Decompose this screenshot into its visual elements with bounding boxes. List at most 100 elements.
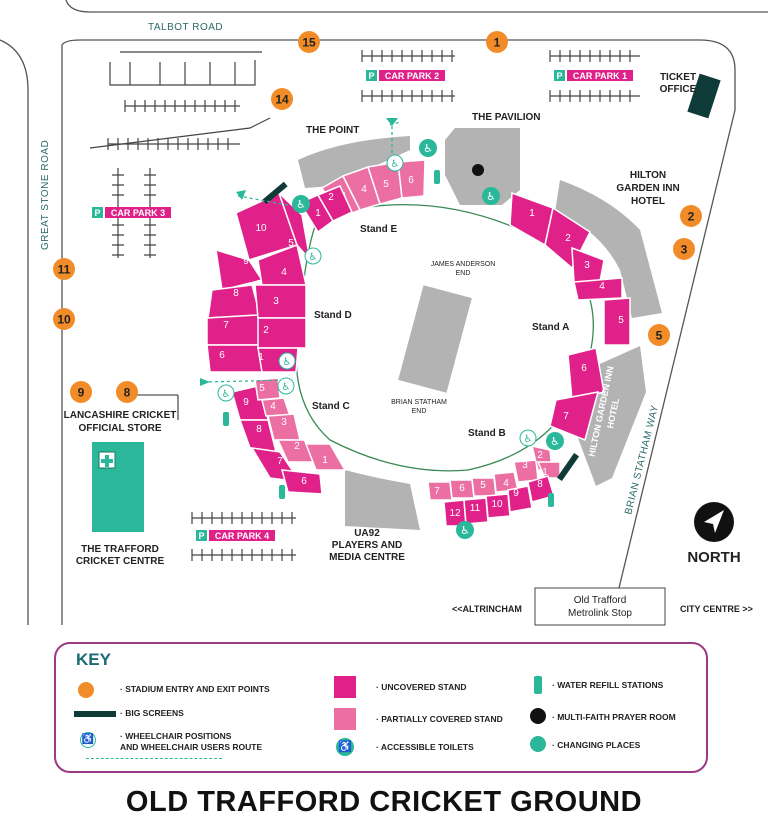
section-label: 2	[565, 233, 571, 244]
section-d-outer-7[interactable]: 7	[206, 314, 261, 346]
changing-places-icon	[530, 736, 546, 752]
section-label: 3	[584, 260, 590, 271]
wheelchair-position-icon[interactable]: ♿	[304, 247, 322, 265]
section-label: 6	[219, 350, 225, 361]
wheelchair-position-icon[interactable]: ♿	[386, 154, 404, 172]
section-b-inner-6[interactable]: 6	[449, 479, 475, 499]
gate-11[interactable]: 11	[53, 258, 75, 280]
stand-d-label: Stand D	[314, 310, 352, 321]
stand-c-label: Stand C	[312, 401, 350, 412]
ua92-label-2: PLAYERS AND	[332, 540, 402, 551]
section-a-outer-4[interactable]: 4	[573, 277, 623, 301]
stand-a-label: Stand A	[532, 322, 569, 333]
accessible-toilet-icon[interactable]: ♿	[482, 187, 500, 205]
svg-text:15: 15	[302, 36, 316, 50]
water-refill-icon[interactable]	[548, 493, 554, 507]
section-e-top-6[interactable]: 6	[397, 159, 426, 199]
water-refill-icon[interactable]	[434, 170, 440, 184]
metrolink-stop-label-1: Old Trafford	[574, 595, 627, 606]
svg-text:11: 11	[58, 263, 71, 277]
gate-3[interactable]: 3	[673, 238, 695, 260]
water-refill-icon[interactable]	[223, 412, 229, 426]
gate-10[interactable]: 10	[53, 308, 75, 330]
partial-swatch	[334, 708, 356, 730]
section-label: 11	[470, 503, 481, 514]
gate-14[interactable]: 14	[271, 88, 293, 110]
section-d-outer-6[interactable]: 6	[206, 344, 263, 373]
accessible-toilet-icon[interactable]: ♿	[546, 432, 564, 450]
gate-1[interactable]: 1	[486, 31, 508, 53]
wheelchair-position-icon[interactable]: ♿	[519, 429, 537, 447]
gate-2[interactable]: 2	[680, 205, 702, 227]
section-b-outer-11[interactable]: 11	[463, 497, 489, 525]
svg-text:♿: ♿	[283, 357, 292, 368]
section-d-inner-2[interactable]: 2	[257, 317, 307, 349]
great-stone-road-label: GREAT STONE ROAD	[40, 140, 51, 250]
accessible-toilet-icon[interactable]: ♿	[456, 521, 474, 539]
section-d-outer-8[interactable]: 8	[207, 284, 261, 319]
section-b-inner-7[interactable]: 7	[427, 481, 453, 501]
accessible-toilet-icon[interactable]: ♿	[419, 139, 437, 157]
route-line-icon	[86, 758, 222, 759]
the-pavilion-label: THE PAVILION	[472, 112, 541, 123]
section-b-inner-3[interactable]: 3	[513, 459, 539, 483]
section-c-outer-6[interactable]: 6	[280, 469, 323, 495]
section-label: 10	[255, 223, 267, 234]
key-water: · WATER REFILL STATIONS	[552, 680, 664, 690]
section-label: 5	[259, 383, 265, 394]
section-label: 6	[408, 175, 414, 186]
car-park-4[interactable]: P CAR PARK 4	[196, 530, 275, 541]
section-b-inner-1[interactable]: 1	[536, 461, 561, 479]
section-label: 8	[256, 424, 262, 435]
section-e-side-2[interactable]: 2	[316, 185, 353, 222]
section-d-inner-3[interactable]: 3	[254, 284, 307, 319]
wheelchair-position-icon[interactable]: ♿	[277, 377, 295, 395]
city-centre-label: CITY CENTRE >>	[680, 604, 753, 614]
section-b-inner-5[interactable]: 5	[471, 477, 497, 497]
section-b-outer-10[interactable]: 10	[485, 493, 511, 519]
james-anderson-end-2: END	[456, 270, 471, 277]
ticket-office-label-2: OFFICE	[660, 84, 697, 95]
key-prayer: · MULTI-FAITH PRAYER ROOM	[552, 712, 676, 722]
section-c-inner-1[interactable]: 1	[304, 443, 347, 471]
section-a-outer-5[interactable]: 5	[603, 297, 631, 346]
section-label: 2	[537, 450, 543, 461]
prayer-room-icon[interactable]	[472, 164, 484, 176]
section-c-inner-3[interactable]: 3	[267, 413, 301, 441]
wheelchair-position-icon[interactable]: ♿	[217, 384, 235, 402]
north-label: NORTH	[687, 549, 740, 566]
section-a-lower-7[interactable]: 7	[549, 391, 600, 442]
svg-text:5: 5	[656, 329, 663, 343]
gate-8[interactable]: 8	[116, 381, 138, 403]
metrolink-stop-box[interactable]	[534, 587, 666, 626]
uncovered-swatch	[334, 676, 356, 698]
svg-text:♿: ♿	[524, 434, 533, 445]
hilton-label-1: HILTON	[630, 170, 666, 181]
svg-text:8: 8	[124, 386, 131, 400]
water-refill-icon[interactable]	[279, 485, 285, 499]
wheelchair-position-icon[interactable]: ♿	[278, 352, 296, 370]
car-park-3[interactable]: P CAR PARK 3	[92, 207, 171, 218]
car-park-1[interactable]: P CAR PARK 1	[554, 70, 633, 81]
key-title: KEY	[76, 650, 111, 669]
section-c-inner-4[interactable]: 4	[261, 397, 292, 417]
first-aid-cross	[101, 455, 113, 467]
key-toilets: · ACCESSIBLE TOILETS	[376, 742, 474, 752]
james-anderson-end-1: JAMES ANDERSON	[431, 261, 496, 268]
parking-icon: P	[556, 71, 562, 81]
svg-text:2: 2	[688, 210, 695, 224]
section-b-outer-9[interactable]: 9	[507, 485, 533, 513]
parking-stalls	[89, 50, 640, 561]
section-label: 1	[322, 455, 328, 466]
accessible-toilet-icon[interactable]: ♿	[292, 195, 310, 213]
key-wheelchair-1: · WHEELCHAIR POSITIONS	[120, 731, 232, 741]
svg-text:♿: ♿	[423, 142, 433, 155]
store-label-2: OFFICIAL STORE	[79, 423, 162, 434]
grey-buildings	[298, 128, 662, 530]
section-label: 5	[383, 179, 389, 190]
gate-9[interactable]: 9	[70, 381, 92, 403]
gate-5[interactable]: 5	[648, 324, 670, 346]
gate-15[interactable]: 15	[298, 31, 320, 53]
section-a-lower-6[interactable]: 6	[567, 347, 605, 401]
car-park-2[interactable]: P CAR PARK 2	[366, 70, 445, 81]
